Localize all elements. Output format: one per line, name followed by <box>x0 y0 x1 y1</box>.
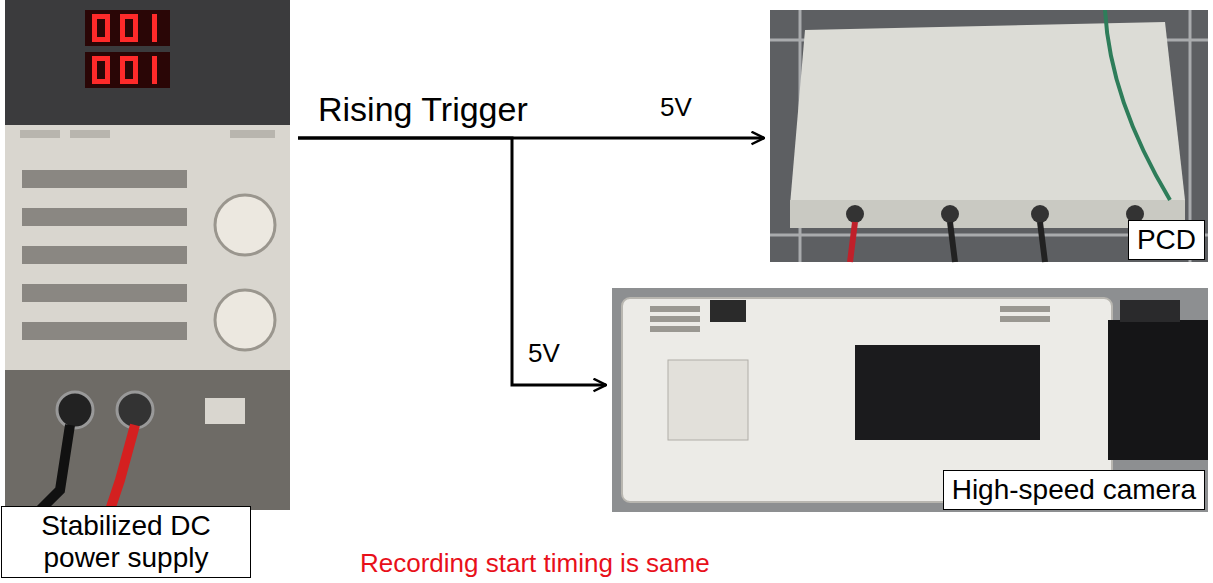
trigger-line <box>298 138 606 385</box>
camera-photo <box>612 288 1208 512</box>
photo-node: High-speed camera <box>612 288 1208 512</box>
node-label: High-speed camera <box>943 470 1205 510</box>
power-supply-photo <box>5 0 290 510</box>
signal-name: Rising Trigger <box>318 90 528 129</box>
photo-node: PCD <box>770 10 1208 262</box>
note-text: Recording start timing is same <box>360 548 710 579</box>
voltage-label: 5V <box>660 92 692 123</box>
pcd-photo <box>770 10 1208 262</box>
voltage-label: 5V <box>528 338 560 369</box>
node-label: Stabilized DC power supply <box>1 506 251 578</box>
photo-node: Stabilized DC power supply <box>5 0 290 578</box>
node-label: PCD <box>1128 220 1205 260</box>
